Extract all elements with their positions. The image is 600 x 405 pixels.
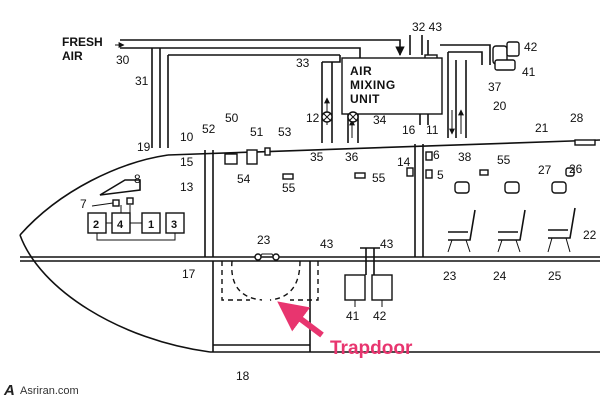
unit-label-1: AIR	[350, 64, 372, 78]
fresh-air-inlet: FRESH AIR	[62, 35, 125, 63]
cabin-fixtures	[224, 139, 596, 180]
label-19: 19	[137, 140, 151, 154]
air-ducts	[120, 35, 491, 148]
label-14: 14	[397, 155, 411, 169]
label-41-bottom: 41	[346, 309, 360, 323]
watermark: A Asriran.com	[3, 382, 79, 399]
label-10: 10	[180, 130, 194, 144]
box-label-2: 2	[93, 219, 99, 231]
fresh-air-label-1: FRESH	[62, 35, 103, 49]
label-7: 7	[80, 197, 87, 211]
label-50: 50	[225, 111, 239, 125]
label-41-top: 41	[522, 65, 536, 79]
box-label-1: 1	[148, 219, 154, 231]
label-11: 11	[426, 123, 439, 137]
label-20: 20	[493, 99, 507, 113]
label-28: 28	[570, 111, 584, 125]
label-34: 34	[373, 113, 387, 127]
seat-icon-3	[547, 207, 576, 253]
label-30: 30	[116, 53, 130, 67]
label-51: 51	[250, 125, 264, 139]
label-8: 8	[134, 172, 141, 186]
unit-label-3: UNIT	[350, 92, 380, 106]
label-31: 31	[135, 74, 149, 88]
label-42-top: 42	[524, 40, 538, 54]
label-5: 5	[437, 168, 444, 182]
label-43-b: 43	[380, 237, 394, 251]
trapdoor-annotation: Trapdoor	[277, 301, 413, 359]
label-17: 17	[182, 267, 196, 281]
watermark-text: Asriran.com	[20, 385, 79, 397]
box-label-4: 4	[117, 219, 124, 231]
label-55-c: 55	[497, 153, 511, 167]
label-24: 24	[493, 269, 507, 283]
label-16: 16	[402, 123, 416, 137]
label-55-a: 55	[282, 181, 296, 195]
label-23-seat: 23	[443, 269, 457, 283]
lower-fan-units	[344, 247, 393, 307]
label-23-top: 23	[257, 233, 271, 247]
seat-icon-2	[497, 209, 526, 253]
label-26: 26	[569, 162, 583, 176]
label-6: 6	[433, 148, 440, 162]
label-53: 53	[278, 125, 292, 139]
box-label-3: 3	[171, 219, 177, 231]
air-mixing-unit: AIR MIXING UNIT	[341, 57, 443, 143]
label-12: 12	[306, 111, 320, 125]
cockpit-equipment: 2 4 1 3	[87, 197, 185, 241]
label-54: 54	[237, 172, 251, 186]
label-25: 25	[548, 269, 562, 283]
reference-numerals: 30 31 32 43 42 41 33 37 20 12 34 35 36 1…	[80, 20, 597, 383]
fresh-air-label-2: AIR	[62, 49, 83, 63]
label-33: 33	[296, 56, 310, 70]
label-42-bottom: 42	[373, 309, 387, 323]
label-15: 15	[180, 155, 194, 169]
label-21: 21	[535, 121, 549, 135]
passenger-seats	[447, 181, 576, 253]
label-52: 52	[202, 122, 216, 136]
label-35: 35	[310, 150, 324, 164]
label-18: 18	[236, 369, 250, 383]
bulkheads	[204, 144, 424, 257]
trapdoor-label: Trapdoor	[330, 338, 413, 359]
label-22: 22	[583, 228, 597, 242]
label-43-a: 43	[320, 237, 334, 251]
label-36: 36	[345, 150, 359, 164]
trapdoor	[212, 253, 319, 352]
label-55-b: 55	[372, 171, 386, 185]
label-37: 37	[488, 80, 502, 94]
seat-icon-1	[447, 209, 476, 253]
label-32-43: 32 43	[412, 20, 442, 34]
watermark-logo: A	[3, 382, 15, 399]
label-38: 38	[458, 150, 472, 164]
label-13: 13	[180, 180, 194, 194]
label-27: 27	[538, 163, 552, 177]
unit-label-2: MIXING	[350, 78, 396, 92]
valve-icon	[321, 111, 359, 123]
